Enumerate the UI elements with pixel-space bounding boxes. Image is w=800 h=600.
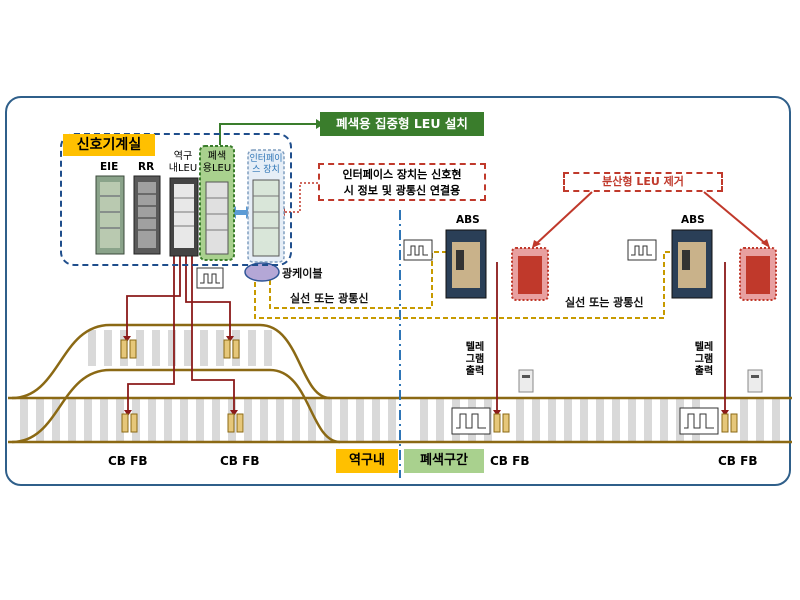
arrow-head-icon bbox=[532, 240, 541, 248]
arrow-head-icon bbox=[761, 239, 770, 248]
fiber-cable-icon bbox=[244, 262, 280, 282]
link-label-right: 실선 또는 광통신 bbox=[565, 296, 644, 309]
telegram-device-icon bbox=[518, 369, 763, 393]
centralized-leu-callout: 폐색용 집중형 LEU 설치 bbox=[320, 112, 484, 136]
block-leu-label: 폐색 용LEU bbox=[202, 151, 232, 174]
green-callout-line bbox=[219, 123, 316, 145]
interface-label: 인터페이 스 장치 bbox=[249, 154, 283, 175]
distributed-leu-right-icon bbox=[739, 247, 777, 301]
station-leu-rack-icon bbox=[169, 177, 199, 257]
interface-note-callout: 인터페이스 장치는 신호현 시 정보 및 광통신 연결용 bbox=[318, 163, 486, 201]
eie-rack-icon bbox=[95, 175, 125, 255]
zone-block-label: 폐색구간 bbox=[404, 449, 484, 473]
signal-links bbox=[254, 251, 672, 319]
cbfb-label: CB FB bbox=[220, 454, 260, 468]
waveform-icon bbox=[196, 239, 719, 435]
remove-leu-callout: 분산형 LEU 제거 bbox=[563, 172, 723, 192]
fiber-cable-label: 광케이블 bbox=[282, 267, 323, 280]
track-ties-upper bbox=[88, 330, 272, 366]
cable-arrows bbox=[123, 336, 729, 416]
abs-left-label: ABS bbox=[456, 214, 480, 226]
balise-cables bbox=[126, 255, 726, 412]
block-leu-rack-icon bbox=[199, 145, 235, 261]
balise-icons bbox=[120, 339, 738, 433]
cbfb-label: CB FB bbox=[108, 454, 148, 468]
remove-arrows bbox=[535, 191, 767, 245]
eie-label: EIE bbox=[100, 161, 119, 173]
distributed-leu-left-icon bbox=[511, 247, 549, 301]
signal-room-boundary bbox=[60, 133, 292, 266]
rr-label: RR bbox=[138, 161, 155, 173]
telegram-label-right: 텔레 그램 출력 bbox=[694, 342, 714, 377]
cbfb-label: CB FB bbox=[490, 454, 530, 468]
telegram-label-left: 텔레 그램 출력 bbox=[465, 342, 485, 377]
interface-rack-icon bbox=[247, 149, 285, 263]
abs-cabinet-left-icon bbox=[445, 229, 487, 299]
signal-room-label: 신호기계실 bbox=[63, 134, 155, 156]
interface-note-line bbox=[285, 182, 318, 213]
abs-cabinet-right-icon bbox=[671, 229, 713, 299]
cbfb-label: CB FB bbox=[718, 454, 758, 468]
station-leu-label: 역구 내LEU bbox=[168, 151, 198, 174]
diagram-frame bbox=[5, 96, 791, 486]
rr-rack-icon bbox=[133, 175, 161, 255]
zone-station-label: 역구내 bbox=[336, 449, 398, 473]
link-label-left: 실선 또는 광통신 bbox=[290, 292, 369, 305]
abs-right-label: ABS bbox=[681, 214, 705, 226]
